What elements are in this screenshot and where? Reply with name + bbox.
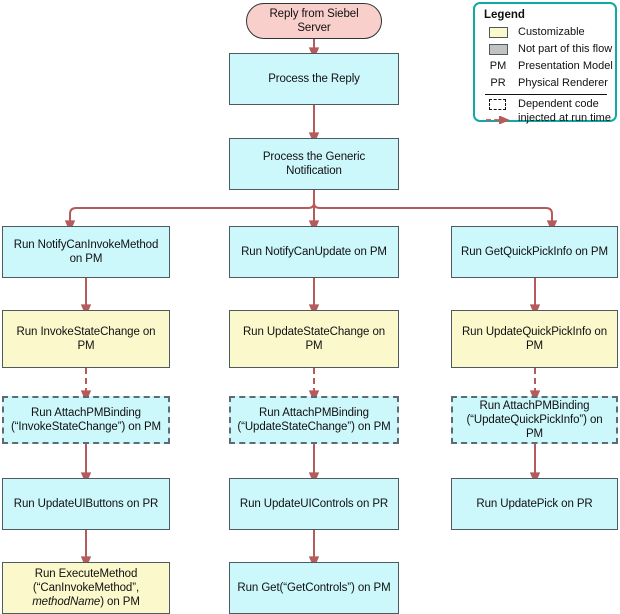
- legend-label-not-part-of-flow: Not part of this flow: [518, 43, 613, 55]
- legend-abbr-pr-key: PR: [483, 77, 513, 89]
- execute-method-line-1: Run ExecuteMethod: [34, 568, 138, 580]
- node-get-quick-pick-info[interactable]: Run GetQuickPickInfo on PM: [451, 226, 618, 278]
- execute-method-line-2: (“CanInvokeMethod”,: [32, 582, 140, 594]
- attach-binding-line-2: (“UpdateQuickPickInfo”) on PM: [466, 414, 603, 440]
- node-update-ui-buttons-label: Run UpdateUIButtons on PR: [13, 498, 159, 510]
- attach-binding-line-2: (“InvokeStateChange”) on PM: [10, 421, 162, 433]
- node-attach-pm-binding-invoke-state-change-label: Run AttachPMBinding (“InvokeStateChange”…: [11, 406, 161, 434]
- legend-swatch-customizable: [483, 26, 513, 38]
- node-process-the-reply-label: Process the Reply: [268, 73, 360, 85]
- node-update-state-change[interactable]: Run UpdateStateChange on PM: [229, 310, 399, 368]
- node-notify-can-invoke-method[interactable]: Run NotifyCanInvokeMethod on PM: [2, 226, 170, 278]
- yellow-swatch-icon: [488, 26, 508, 38]
- legend-abbr-pm-key: PM: [483, 60, 513, 72]
- node-attach-pm-binding-invoke-state-change[interactable]: Run AttachPMBinding (“InvokeStateChange”…: [2, 396, 170, 444]
- attach-binding-line-2: (“UpdateStateChange”) on PM: [237, 421, 391, 433]
- legend-row-not-part-of-flow: Not part of this flow: [483, 41, 613, 57]
- attach-binding-line-1: Run AttachPMBinding: [31, 407, 141, 419]
- dashed-bracket-icon: [489, 99, 506, 110]
- node-start[interactable]: Reply from Siebel Server: [246, 3, 382, 39]
- node-attach-pm-binding-update-quick-pick-info-label: Run AttachPMBinding (“UpdateQuickPickInf…: [458, 399, 611, 441]
- dependent-line-1: Dependent code: [518, 98, 599, 110]
- node-execute-method[interactable]: Run ExecuteMethod (“CanInvokeMethod”, me…: [2, 562, 170, 614]
- node-update-pick[interactable]: Run UpdatePick on PR: [451, 478, 618, 530]
- gray-swatch-icon: [488, 43, 508, 55]
- node-process-generic-notification-label: Process the Generic Notification: [262, 151, 366, 177]
- node-process-the-reply[interactable]: Process the Reply: [229, 53, 399, 105]
- legend-divider: [485, 94, 607, 95]
- legend-row-pr: PR Physical Renderer: [483, 75, 609, 91]
- node-start-label: Reply from Siebel Server: [269, 8, 359, 34]
- legend-label-customizable: Customizable: [518, 26, 585, 38]
- dependent-line-2: injected at run time: [518, 111, 611, 124]
- node-get-getcontrols[interactable]: Run Get(“GetControls”) on PM: [229, 562, 399, 614]
- node-notify-can-invoke-method-label: Run NotifyCanInvokeMethod on PM: [13, 239, 159, 265]
- node-update-pick-label: Run UpdatePick on PR: [476, 498, 593, 510]
- legend-abbr-pm: PM: [489, 60, 507, 72]
- node-update-ui-controls[interactable]: Run UpdateUIControls on PR: [229, 478, 399, 530]
- node-execute-method-label: Run ExecuteMethod (“CanInvokeMethod”, me…: [32, 567, 140, 609]
- node-attach-pm-binding-update-quick-pick-info[interactable]: Run AttachPMBinding (“UpdateQuickPickInf…: [451, 396, 618, 444]
- edge-generic-to-col1: [64, 190, 315, 233]
- dashed-arrow-icon: [486, 116, 510, 124]
- legend-title: Legend: [484, 9, 525, 21]
- node-update-ui-buttons[interactable]: Run UpdateUIButtons on PR: [2, 478, 170, 530]
- attach-binding-line-1: Run AttachPMBinding: [259, 407, 369, 419]
- legend-label-pr: Physical Renderer: [518, 77, 608, 89]
- legend-label-pm: Presentation Model: [518, 60, 613, 72]
- legend-swatch-not-part-of-flow: [483, 43, 513, 55]
- node-attach-pm-binding-update-state-change[interactable]: Run AttachPMBinding (“UpdateStateChange”…: [229, 396, 399, 444]
- legend-row-customizable: Customizable: [483, 24, 609, 40]
- edge-generic-to-col3: [313, 190, 558, 233]
- node-update-quick-pick-info-label: Run UpdateQuickPickInfo on PM: [461, 326, 608, 352]
- node-notify-can-update-label: Run NotifyCanUpdate on PM: [241, 246, 387, 258]
- legend-row-dependent-code: Dependent code injected at run time: [483, 98, 611, 128]
- execute-method-param: methodName: [32, 596, 101, 608]
- legend-row-pm: PM Presentation Model: [483, 58, 613, 74]
- node-process-generic-notification[interactable]: Process the Generic Notification: [229, 138, 399, 190]
- node-invoke-state-change-label: Run InvokeStateChange on PM: [16, 326, 156, 352]
- node-invoke-state-change[interactable]: Run InvokeStateChange on PM: [2, 310, 170, 368]
- node-get-quick-pick-info-label: Run GetQuickPickInfo on PM: [461, 246, 608, 258]
- legend-panel: Legend Customizable Not part of this flo…: [473, 2, 617, 124]
- node-update-quick-pick-info[interactable]: Run UpdateQuickPickInfo on PM: [451, 310, 618, 368]
- node-get-getcontrols-label: Run Get(“GetControls”) on PM: [237, 582, 391, 594]
- node-update-state-change-label: Run UpdateStateChange on PM: [242, 326, 386, 352]
- legend-abbr-pr: PR: [490, 77, 506, 89]
- attach-binding-line-1: Run AttachPMBinding: [479, 400, 590, 412]
- execute-method-line-3-rest: ) on PM: [100, 596, 140, 608]
- node-attach-pm-binding-update-state-change-label: Run AttachPMBinding (“UpdateStateChange”…: [237, 406, 390, 434]
- legend-label-dependent-code: Dependent code injected at run time: [513, 98, 611, 125]
- node-update-ui-controls-label: Run UpdateUIControls on PR: [239, 498, 389, 510]
- node-notify-can-update[interactable]: Run NotifyCanUpdate on PM: [229, 226, 399, 278]
